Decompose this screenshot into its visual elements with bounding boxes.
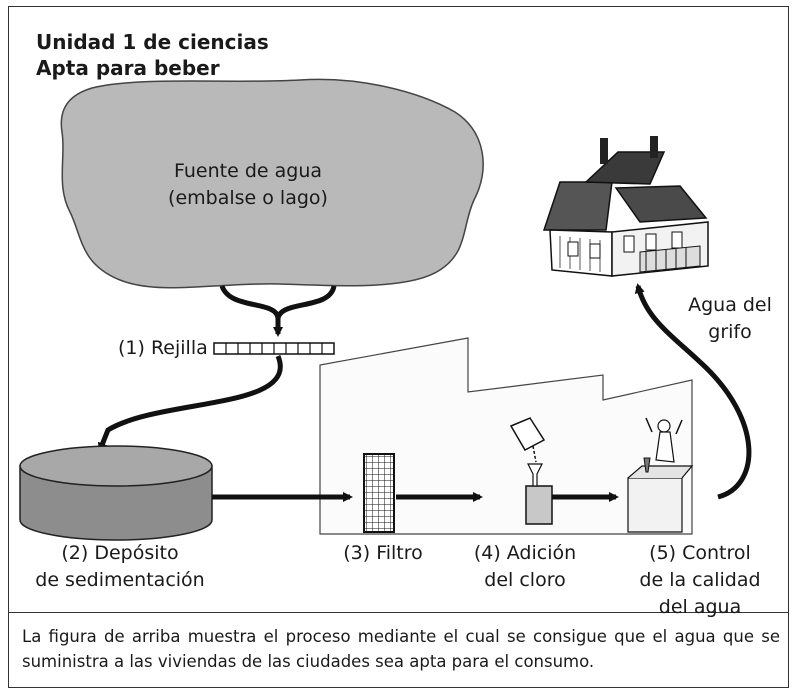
tap-water-label-line1: Agua del [688,294,772,316]
sedimentation-tank-label-line1: (2) Depósito [61,542,179,564]
water-source-label-line1: Fuente de agua [173,160,323,182]
chlorine-label-line2: del cloro [484,569,566,591]
treatment-plant-outline [319,337,693,535]
chlorine-label: (4) Adición del cloro [455,540,595,594]
unit-title: Unidad 1 de ciencias [36,30,269,54]
chlorine-bottle-icon [509,417,553,525]
figure-frame [8,6,789,688]
chlorine-label-line1: (4) Adición [473,542,577,564]
water-source-label: Fuente de agua (embalse o lago) [143,158,353,212]
figure-caption: La figura de arriba muestra el proceso m… [22,627,780,671]
flow-cloud-to-grate [219,284,337,334]
filter-label: (3) Filtro [343,542,423,564]
water-source-cloud [60,78,484,289]
flow-control-to-house [634,283,752,500]
quality-control-icon [627,417,694,533]
quality-control-label-line3: del agua [658,596,742,618]
quality-control-label-line1: (5) Control [649,542,751,564]
grate-icon [213,342,335,355]
flow-grate-to-tank [97,355,283,453]
quality-control-label-line2: de la calidad [639,569,761,591]
grate-label: (1) Rejilla [118,337,208,359]
tap-water-label: Agua del grifo [680,292,780,346]
quality-control-label: (5) Control de la calidad del agua [620,540,780,621]
sedimentation-tank-icon [19,445,213,541]
tap-water-label-line2: grifo [708,321,752,343]
unit-subtitle: Apta para beber [36,56,220,80]
water-source-label-line2: (embalse o lago) [168,187,328,209]
caption-divider [8,612,789,613]
sedimentation-tank-label-line2: de sedimentación [35,569,205,591]
filter-icon [363,453,395,533]
house-icon [542,136,709,277]
sedimentation-tank-label: (2) Depósito de sedimentación [20,540,220,594]
